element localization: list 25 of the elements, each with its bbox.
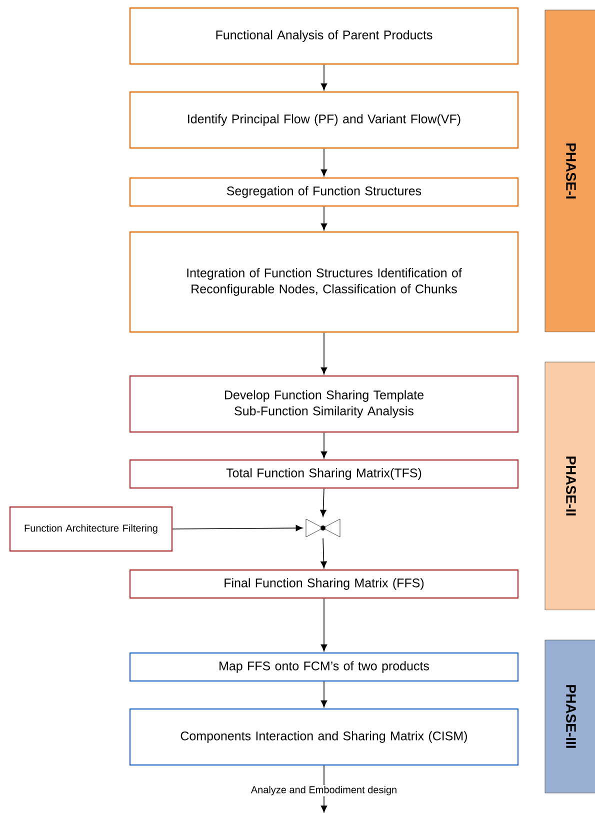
process-box: Map FFS onto FCM’s of two products [129, 652, 519, 682]
valve-symbol [306, 518, 340, 538]
arrow [320, 332, 328, 374]
phase-band: PHASE-I [544, 10, 595, 332]
phase-band: PHASE-II [544, 362, 595, 610]
arrow [320, 148, 328, 176]
arrow [320, 538, 327, 568]
arrow [320, 64, 328, 90]
phase-band: PHASE-III [544, 640, 595, 794]
arrow [320, 488, 326, 517]
arrow [320, 598, 328, 652]
arrow [320, 681, 328, 708]
arrow [172, 524, 303, 532]
arrow [320, 206, 328, 230]
process-box: Total Function Sharing Matrix(TFS) [129, 459, 519, 489]
process-box: Segregation of Function Structures [129, 177, 519, 207]
process-box: Final Function Sharing Matrix (FFS) [129, 569, 519, 599]
edge-label: Analyze and Embodiment design [250, 784, 398, 796]
process-box: Develop Function Sharing Template Sub-Function Similarity Analysis [129, 375, 519, 433]
process-box: Functional Analysis of Parent Products [129, 7, 519, 65]
process-box: Integration of Function Structures Identification of Reconfigurable Nodes, Classification of Chunks [129, 231, 519, 333]
arrow [320, 432, 328, 458]
process-box: Components Interaction and Sharing Matrix (CISM) [129, 708, 519, 766]
process-box: Identify Principal Flow (PF) and Variant Flow(VF) [129, 91, 519, 149]
process-box: Function Architecture Filtering [9, 506, 173, 552]
